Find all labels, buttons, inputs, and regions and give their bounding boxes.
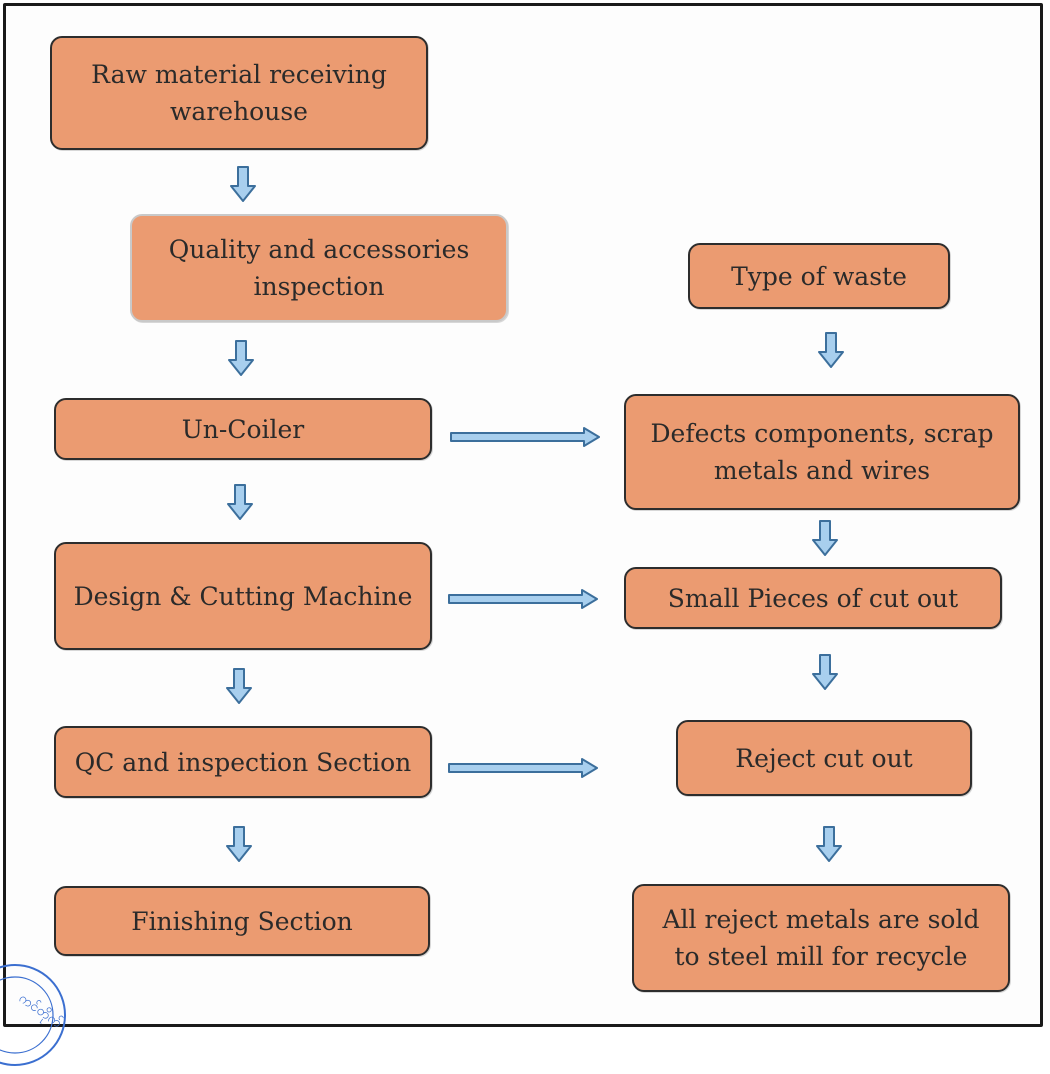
node-reject-metals-sold: All reject metals are sold to steel mill… <box>632 884 1010 992</box>
node-qc-inspection-section: QC and inspection Section <box>54 726 432 798</box>
diagram-frame <box>3 3 1043 1027</box>
stamp-seal-icon: ကင်တိုက် <box>0 960 70 1074</box>
svg-text:ကင်တိုက်: ကင်တိုက် <box>15 990 66 1033</box>
arrow-right-icon <box>450 427 600 447</box>
arrow-down-icon <box>226 826 252 862</box>
arrow-down-icon <box>228 340 254 376</box>
node-design-cutting-machine: Design & Cutting Machine <box>54 542 432 650</box>
node-type-of-waste: Type of waste <box>688 243 950 309</box>
node-raw-material-warehouse: Raw material receiving warehouse <box>50 36 428 150</box>
node-small-pieces: Small Pieces of cut out <box>624 567 1002 629</box>
arrow-down-icon <box>226 668 252 704</box>
arrow-down-icon <box>812 654 838 690</box>
node-quality-inspection: Quality and accessories inspection <box>130 214 508 322</box>
arrow-down-icon <box>816 826 842 862</box>
arrow-down-icon <box>227 484 253 520</box>
arrow-right-icon <box>448 758 598 778</box>
arrow-right-icon <box>448 589 598 609</box>
node-finishing-section: Finishing Section <box>54 886 430 956</box>
arrow-down-icon <box>818 332 844 368</box>
node-un-coiler: Un-Coiler <box>54 398 432 460</box>
arrow-down-icon <box>230 166 256 202</box>
node-defects-scrap: Defects components, scrap metals and wir… <box>624 394 1020 510</box>
arrow-down-icon <box>812 520 838 556</box>
node-reject-cut-out: Reject cut out <box>676 720 972 796</box>
